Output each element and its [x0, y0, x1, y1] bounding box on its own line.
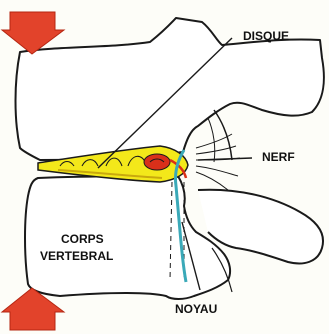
nucleus-pulposus	[144, 154, 170, 170]
label-nerve: NERF	[262, 150, 295, 164]
label-body-line2: VERTEBRAL	[40, 249, 113, 263]
label-body-line1: CORPS	[61, 232, 104, 246]
nerve-fibers	[196, 134, 240, 190]
nerve-leader-line	[198, 158, 252, 160]
label-disc: DISQUE	[243, 29, 289, 43]
label-nucleus: NOYAU	[175, 302, 217, 316]
